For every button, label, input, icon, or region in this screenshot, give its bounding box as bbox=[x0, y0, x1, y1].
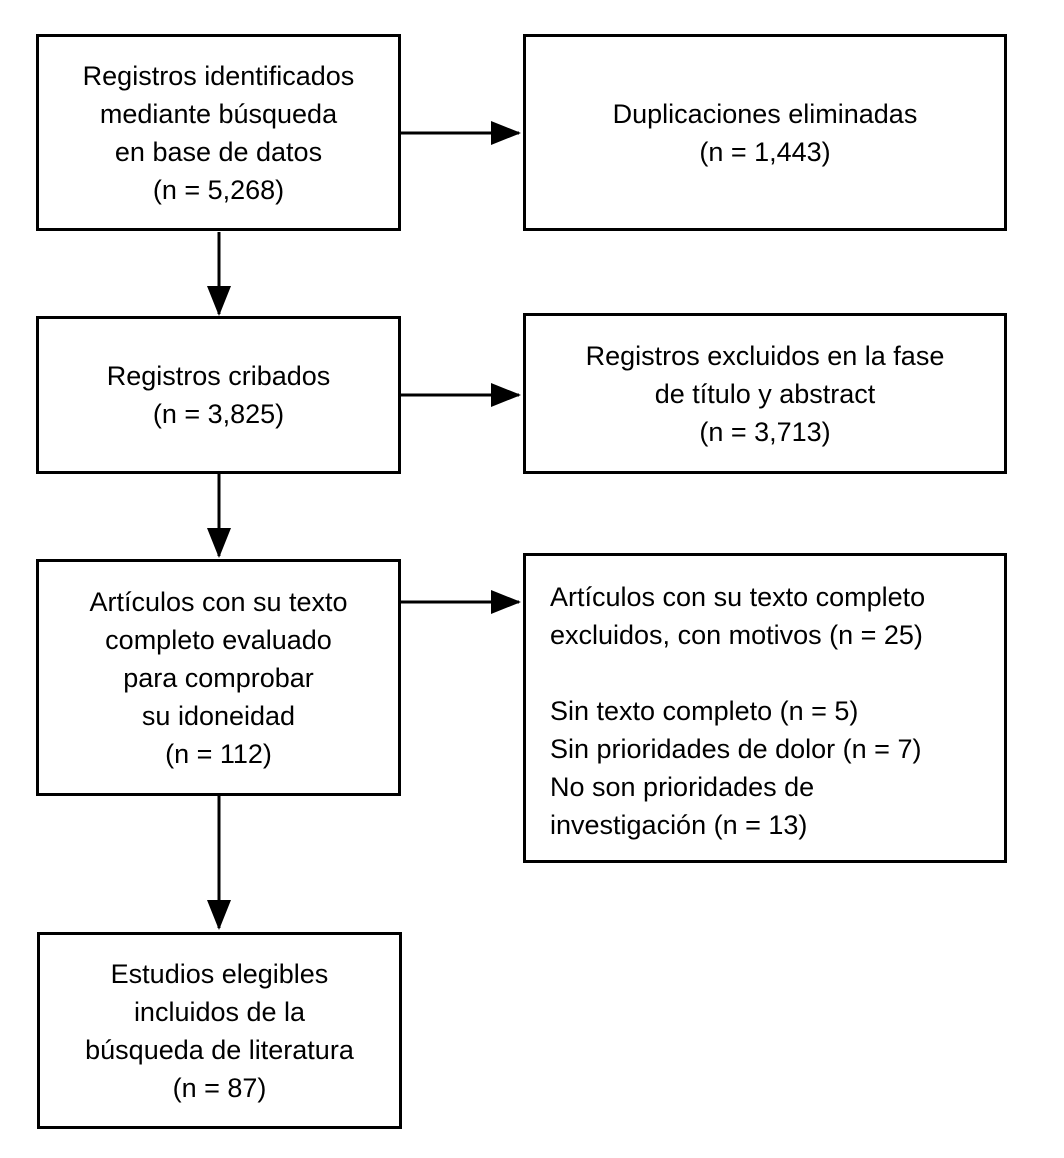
text-line: búsqueda de literatura bbox=[85, 1034, 354, 1065]
text-line: Estudios elegibles bbox=[110, 958, 329, 989]
exclusion-reason: Sin texto completo (n = 5) bbox=[550, 696, 859, 726]
text-line: Artículos con su texto bbox=[89, 586, 348, 617]
box-fulltext-assessed: Artículos con su texto completo evaluado… bbox=[36, 559, 401, 796]
box-records-identified: Registros identificados mediante búsqued… bbox=[36, 34, 401, 231]
text-line: incluidos de la bbox=[133, 996, 306, 1027]
box-excluded-title-abstract: Registros excluidos en la fase de título… bbox=[523, 313, 1007, 474]
count-label: (n = 112) bbox=[165, 738, 272, 769]
text-line: de título y abstract bbox=[654, 378, 876, 409]
text-line: Duplicaciones eliminadas bbox=[612, 98, 918, 129]
count-label: (n = 3,713) bbox=[699, 416, 831, 447]
box-duplicates-removed: Duplicaciones eliminadas (n = 1,443) bbox=[523, 34, 1007, 231]
exclusion-reason: No son prioridades de bbox=[550, 772, 815, 802]
box-studies-included: Estudios elegibles incluidos de la búsqu… bbox=[37, 932, 402, 1129]
box-records-screened: Registros cribados (n = 3,825) bbox=[36, 316, 401, 474]
text-line: en base de datos bbox=[114, 136, 323, 167]
text-line: Registros identificados bbox=[82, 60, 355, 91]
text-line: su idoneidad bbox=[141, 700, 296, 731]
text-line: completo evaluado bbox=[105, 624, 332, 655]
count-label: (n = 87) bbox=[172, 1072, 267, 1103]
exclusion-reason: investigación (n = 13) bbox=[550, 810, 808, 840]
box-fulltext-excluded: Artículos con su texto completo excluido… bbox=[523, 553, 1007, 863]
text-line: Artículos con su texto completo bbox=[550, 582, 926, 612]
text-line: Registros cribados bbox=[106, 361, 331, 391]
exclusion-reason: Sin prioridades de dolor (n = 7) bbox=[550, 734, 922, 764]
count-label: (n = 5,268) bbox=[152, 174, 285, 205]
count-label: (n = 1,443) bbox=[699, 136, 831, 167]
text-line: Registros excluidos en la fase bbox=[585, 340, 945, 371]
count-label: (n = 3,825) bbox=[152, 399, 285, 429]
text-line: excluidos, con motivos (n = 25) bbox=[550, 620, 923, 650]
text-line: para comprobar bbox=[123, 662, 314, 693]
text-line: mediante búsqueda bbox=[99, 98, 338, 129]
